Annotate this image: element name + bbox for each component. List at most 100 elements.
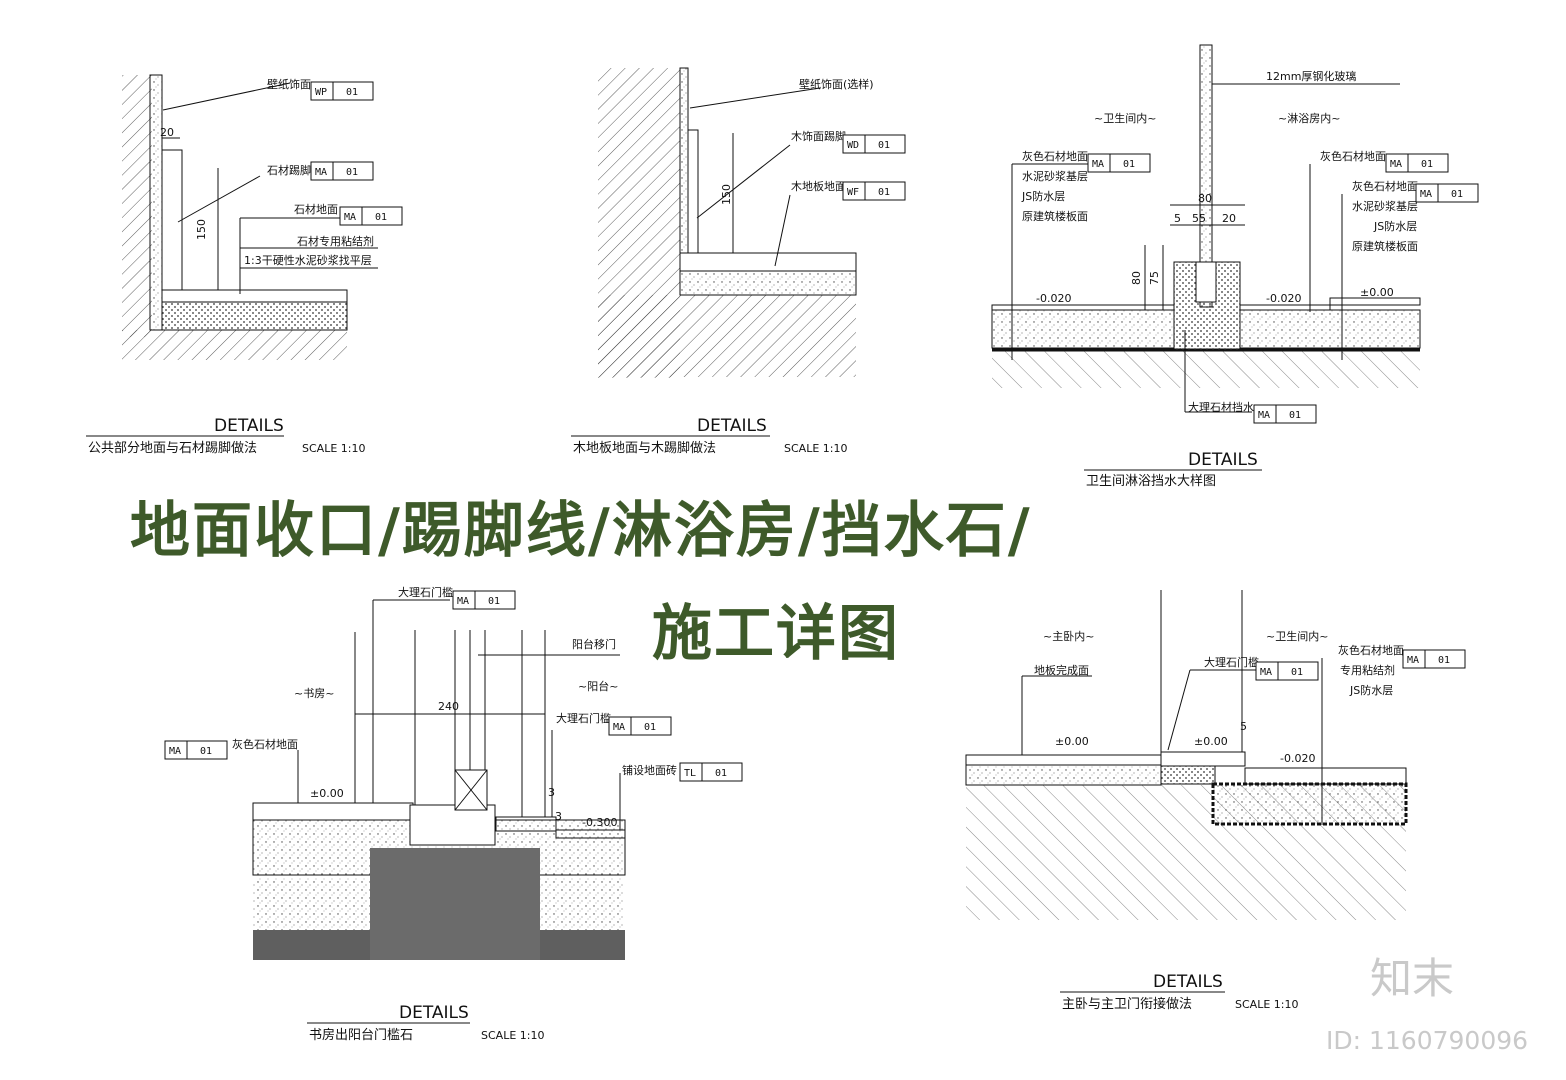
tag-tl-01: TL 01 bbox=[679, 762, 743, 782]
tag-ma-01-b: MA 01 bbox=[1385, 153, 1449, 173]
details-heading-2: DETAILS bbox=[697, 416, 767, 436]
label-bathroom: ~卫生间内~ bbox=[1266, 629, 1328, 643]
detail-panel-1: 150 20 壁纸饰面 石材踢脚 石材地面 石材专用粘结剂 1:3干硬性水泥砂浆… bbox=[86, 74, 403, 456]
dim-5: 5 bbox=[1174, 212, 1181, 225]
slab-hatch bbox=[122, 330, 347, 360]
level-left: -0.020 bbox=[1036, 292, 1071, 305]
label-js: JS防水层 bbox=[1349, 683, 1393, 697]
dim-55: 55 bbox=[1192, 212, 1206, 225]
dim-20: 20 bbox=[160, 126, 174, 139]
label-grey-stone-right-a: 灰色石材地面 bbox=[1320, 149, 1386, 163]
svg-text:MA: MA bbox=[1420, 189, 1432, 200]
details-heading-4: DETAILS bbox=[399, 1003, 469, 1023]
svg-text:MA: MA bbox=[1407, 655, 1419, 666]
slab-hatch bbox=[598, 295, 856, 377]
label-grey-stone: 灰色石材地面 bbox=[232, 737, 298, 751]
label-marble-sill: 大理石门槛 bbox=[556, 711, 611, 725]
dim-240: 240 bbox=[438, 700, 459, 713]
tag-wp-01: WP 01 bbox=[310, 81, 374, 101]
label-js-left: JS防水层 bbox=[1021, 189, 1065, 203]
label-adhesive: 专用粘结剂 bbox=[1340, 663, 1395, 677]
dim-3-a: 3 bbox=[548, 786, 555, 799]
level-zero: ±0.00 bbox=[310, 787, 344, 800]
dim-5: 5 bbox=[1240, 720, 1247, 733]
level-zero-a: ±0.00 bbox=[1055, 735, 1089, 748]
tag-ma-01-b: MA 01 bbox=[1402, 649, 1466, 669]
svg-text:WP: WP bbox=[315, 87, 327, 98]
svg-text:WD: WD bbox=[847, 140, 859, 151]
tag-ma-01-c: MA 01 bbox=[1415, 183, 1479, 203]
label-marble-sill-top: 大理石门槛 bbox=[398, 585, 453, 599]
details-heading-1: DETAILS bbox=[214, 416, 284, 436]
label-wood-floor: 木地板地面 bbox=[791, 179, 846, 193]
svg-text:01: 01 bbox=[878, 187, 890, 198]
label-grey-stone-left: 灰色石材地面 bbox=[1022, 149, 1088, 163]
label-sliding-door: 阳台移门 bbox=[572, 637, 616, 651]
details-heading-3: DETAILS bbox=[1188, 450, 1258, 470]
svg-text:01: 01 bbox=[878, 140, 890, 151]
scale-2: SCALE 1:10 bbox=[784, 442, 847, 455]
label-wood-finish: 地板完成面 bbox=[1034, 663, 1089, 677]
svg-text:01: 01 bbox=[375, 212, 387, 223]
scale-5: SCALE 1:10 bbox=[1235, 998, 1298, 1011]
label-slab-right: 原建筑楼板面 bbox=[1352, 239, 1418, 253]
detail-title-2: 木地板地面与木踢脚做法 bbox=[573, 440, 716, 456]
label-floor-tile: 铺设地面砖 bbox=[622, 763, 677, 777]
detail-title-1: 公共部分地面与石材踢脚做法 bbox=[88, 440, 257, 456]
dim-75: 75 bbox=[1148, 271, 1161, 285]
dim-80-side: 80 bbox=[1130, 271, 1143, 285]
tag-ma-01-a: MA 01 bbox=[310, 161, 374, 181]
svg-text:01: 01 bbox=[200, 746, 212, 757]
svg-text:MA: MA bbox=[1390, 159, 1402, 170]
watermark-logo: 知末 bbox=[1370, 954, 1455, 1003]
label-study: ~书房~ bbox=[294, 687, 334, 700]
label-stone-floor: 石材地面 bbox=[294, 202, 338, 216]
svg-text:TL: TL bbox=[684, 768, 696, 779]
svg-text:MA: MA bbox=[457, 596, 469, 607]
tag-ma-01-b: MA 01 bbox=[339, 206, 403, 226]
scale-1: SCALE 1:10 bbox=[302, 442, 365, 455]
svg-text:MA: MA bbox=[1258, 410, 1270, 421]
dim-3-b: 3 bbox=[555, 810, 562, 823]
scale-4: SCALE 1:10 bbox=[481, 1029, 544, 1042]
details-heading-5: DETAILS bbox=[1153, 972, 1223, 992]
headline-line-2: 施工详图 bbox=[652, 599, 900, 669]
svg-text:01: 01 bbox=[488, 596, 500, 607]
label-wallpaper: 壁纸饰面 bbox=[267, 77, 311, 91]
svg-text:01: 01 bbox=[1451, 189, 1463, 200]
svg-text:01: 01 bbox=[715, 768, 727, 779]
detail-title-3: 卫生间淋浴挡水大样图 bbox=[1086, 474, 1216, 489]
label-shower: ~淋浴房内~ bbox=[1278, 111, 1340, 125]
headline-line-1: 地面收口/踢脚线/淋浴房/挡水石/ bbox=[130, 496, 1032, 566]
svg-text:01: 01 bbox=[346, 167, 358, 178]
label-stone-skirting: 石材踢脚 bbox=[267, 163, 311, 177]
tag-ma-01-a: MA 01 bbox=[1255, 661, 1319, 681]
tag-ma-01-a: MA 01 bbox=[452, 590, 516, 610]
label-wallpaper-sample: 壁纸饰面(选样) bbox=[799, 77, 874, 91]
svg-text:01: 01 bbox=[1438, 655, 1450, 666]
svg-text:01: 01 bbox=[346, 87, 358, 98]
svg-text:01: 01 bbox=[1291, 667, 1303, 678]
svg-text:01: 01 bbox=[1421, 159, 1433, 170]
label-mortar-left: 水泥砂浆基层 bbox=[1022, 169, 1088, 183]
dim-80-top: 80 bbox=[1198, 192, 1212, 205]
detail-panel-4: 240 大理石门槛 阳台移门 ~书房~ ~阳台~ 大理石门槛 灰色石材地面 铺设… bbox=[164, 585, 743, 1043]
label-marble-sill: 大理石门槛 bbox=[1204, 655, 1259, 669]
wall-hatch bbox=[122, 75, 152, 337]
svg-text:MA: MA bbox=[315, 167, 327, 178]
svg-text:01: 01 bbox=[644, 722, 656, 733]
label-mortar-right: 水泥砂浆基层 bbox=[1352, 199, 1418, 213]
label-wood-skirting: 木饰面踢脚 bbox=[791, 129, 846, 143]
detail-title-5: 主卧与主卫门衔接做法 bbox=[1062, 996, 1192, 1012]
label-grey-stone: 灰色石材地面 bbox=[1338, 643, 1404, 657]
svg-text:MA: MA bbox=[344, 212, 356, 223]
label-balcony: ~阳台~ bbox=[578, 679, 618, 693]
svg-text:MA: MA bbox=[1260, 667, 1272, 678]
label-js-right: JS防水层 bbox=[1373, 219, 1417, 233]
